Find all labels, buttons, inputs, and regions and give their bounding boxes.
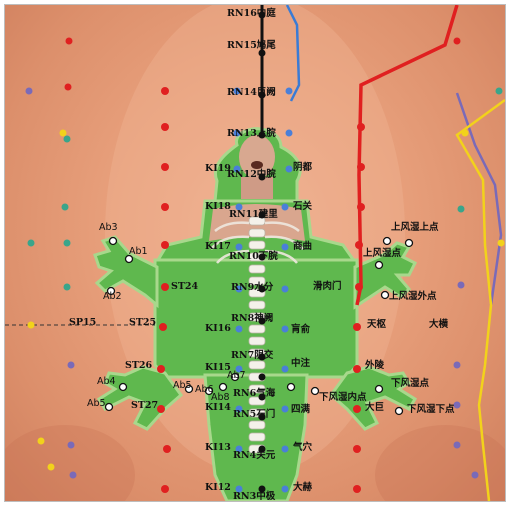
label-rn8: RN8神阙 (231, 313, 274, 324)
label-rn3: RN3中极 (233, 491, 276, 502)
label-sfs-wai: 上风湿外点 (389, 291, 437, 302)
label-huaroumen: 滑肉门 (313, 281, 342, 292)
green-zone-right-arm (353, 241, 418, 310)
label-ki16: KI16 (205, 323, 231, 334)
label-st24: ST24 (171, 281, 199, 292)
label-shangqu: 商曲 (293, 241, 313, 252)
label-ab3: Ab3 (99, 222, 118, 233)
left-stomach-dots (157, 87, 171, 493)
left-shadow (5, 425, 135, 501)
spleen-meridian-line (455, 92, 503, 306)
label-ab5-left: Ab5 (87, 398, 106, 409)
label-rn7: RN7阴交 (231, 350, 274, 361)
label-qixue: 气穴 (293, 442, 313, 453)
yellow-meridian-line (455, 98, 505, 501)
label-ki19: KI19 (205, 163, 231, 174)
green-zone-left-leg (96, 365, 184, 431)
label-ab2: Ab2 (103, 291, 122, 302)
neck (241, 177, 273, 199)
label-rn15: RN15鸠尾 (227, 40, 276, 51)
label-sfs-shang: 上风湿上点 (391, 222, 439, 233)
label-dahe: 大赫 (293, 482, 313, 493)
label-rn6: RN6气海 (233, 388, 276, 399)
label-sp15: SP15 (69, 317, 97, 328)
label-ab5-mid: Ab5 (173, 380, 192, 391)
right-shadow (375, 425, 505, 501)
label-rn14: RN14巨阙 (227, 87, 276, 98)
kidney-dots (233, 87, 293, 493)
acupuncture-photo: RN16中庭 RN15鸠尾 RN14巨阙 RN13上脘 RN12中脘 RN11建… (4, 4, 506, 502)
label-ab8: Ab8 (211, 392, 230, 403)
ribs (210, 221, 304, 264)
label-tianshu: 天枢 (367, 319, 387, 330)
label-ki12: KI12 (205, 482, 231, 493)
label-ki18: KI18 (205, 201, 231, 212)
label-rn10: RN10下脘 (229, 251, 278, 262)
label-rn9: RN9水分 (231, 282, 274, 293)
label-rn4: RN4关元 (233, 450, 276, 461)
label-daheng: 大横 (429, 319, 449, 330)
label-ki15: KI15 (205, 362, 231, 373)
head (239, 135, 275, 179)
label-wailing: 外陵 (365, 360, 385, 371)
label-xfs: 下风湿点 (391, 378, 430, 389)
label-siman: 四满 (291, 404, 311, 415)
label-yindu: 阴都 (293, 162, 313, 173)
label-ab6: Ab6 (195, 384, 214, 395)
label-sfs: 上风湿点 (363, 248, 402, 259)
label-xfs-xia: 下风湿下点 (407, 404, 455, 415)
label-ki17: KI17 (205, 241, 231, 252)
label-ab4: Ab4 (97, 376, 116, 387)
label-st25: ST25 (129, 317, 157, 328)
green-zone-right-leg (328, 365, 418, 431)
right-stomach-dots (353, 123, 365, 493)
ren-dots (258, 11, 266, 493)
abdomen-acupoint-map (5, 5, 505, 501)
label-daju: 大巨 (365, 402, 385, 413)
label-ki14: KI14 (205, 402, 231, 413)
label-xfs-nei: 下风湿内点 (319, 392, 367, 403)
kidney-meridian-line (285, 5, 301, 102)
label-ab7: Ab7 (227, 370, 246, 381)
label-st27: ST27 (131, 400, 159, 411)
label-zhongzhu: 中注 (291, 358, 311, 369)
mouth (251, 161, 263, 169)
left-meridian-dots (25, 37, 77, 479)
label-ki13: KI13 (205, 442, 231, 453)
hollow-points (104, 236, 414, 416)
label-rn11: RN11建里 (229, 209, 278, 220)
label-rn13: RN13上脘 (227, 128, 276, 139)
label-st26: ST26 (125, 360, 153, 371)
label-ab1: Ab1 (129, 246, 148, 257)
label-rn5: RN5石门 (233, 409, 276, 420)
label-rn12: RN12中脘 (227, 169, 276, 180)
label-huangshu: 肓俞 (291, 324, 311, 335)
label-shiguan: 石关 (293, 201, 313, 212)
right-outer-dots (453, 37, 505, 479)
label-rn16: RN16中庭 (227, 8, 276, 19)
